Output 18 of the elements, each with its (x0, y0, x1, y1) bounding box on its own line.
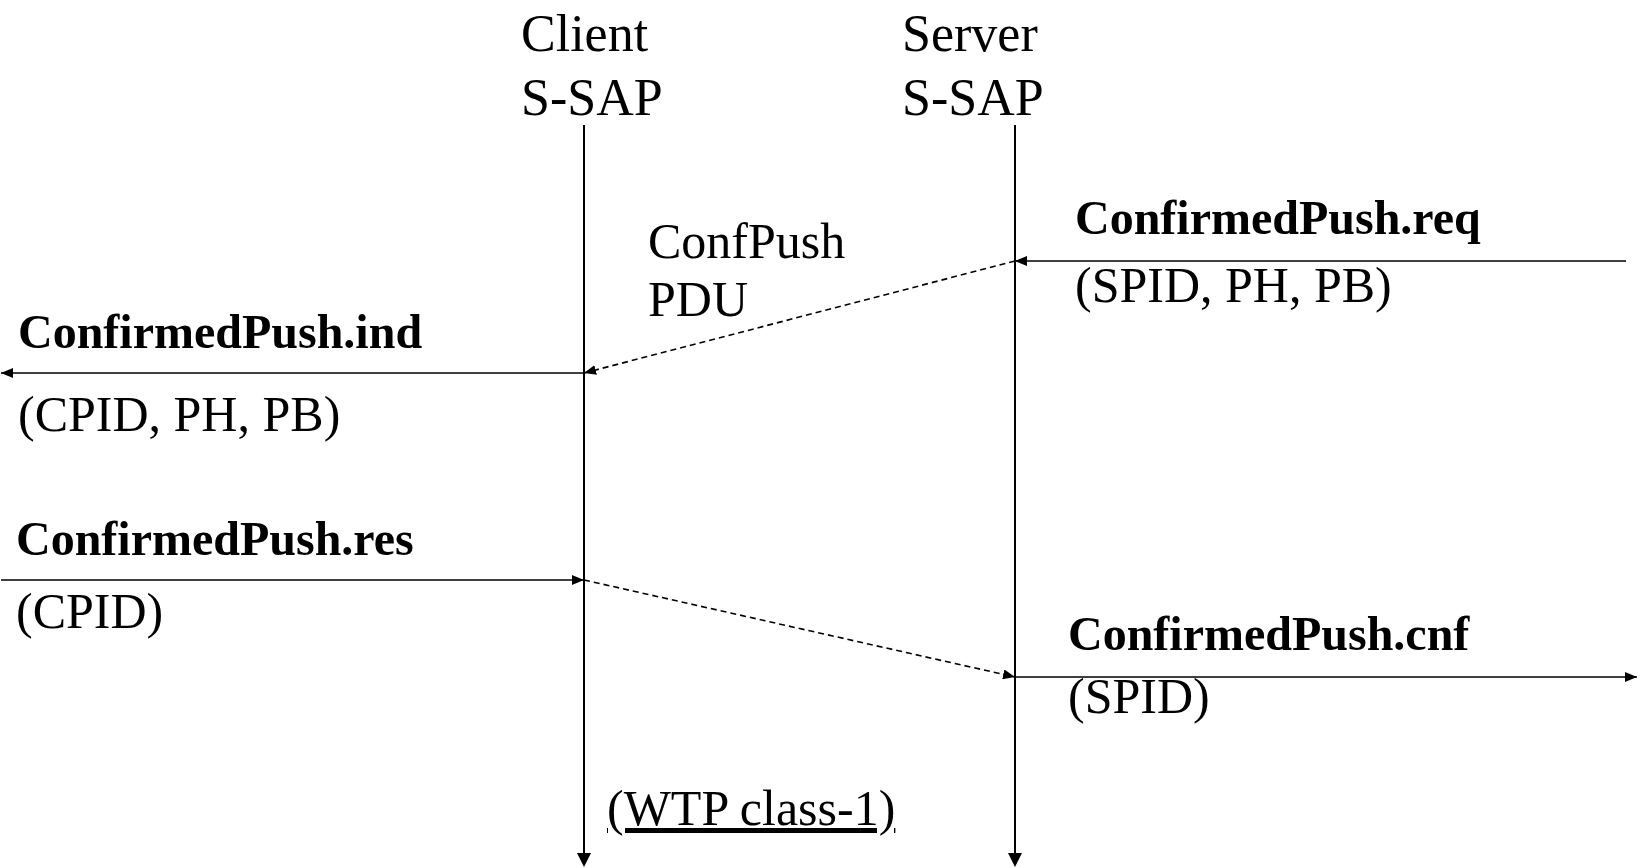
participant-label: Client S-SAP (521, 2, 696, 130)
arrow (0, 575, 585, 585)
parameter-list: (CPID, PH, PB) (18, 386, 341, 442)
arrow (0, 368, 585, 378)
message-name: ConfirmedPush.ind (18, 304, 423, 360)
parameter-list: (SPID, PH, PB) (1075, 257, 1392, 313)
message-name: ConfirmedPush.cnf (1068, 606, 1470, 662)
dashed-arrow (583, 260, 1016, 375)
note: (WTP class-1) (607, 780, 896, 836)
message-name: ConfirmedPush.res (16, 511, 414, 567)
participant-label: Server S-SAP (902, 2, 1077, 130)
edge-label: ConfPush PDU (648, 212, 847, 328)
dashed-arrow (583, 579, 1016, 680)
arrow (1014, 672, 1638, 682)
parameter-list: (SPID) (1068, 668, 1210, 724)
message-name: ConfirmedPush.req (1075, 190, 1481, 246)
arrow (1014, 256, 1627, 266)
parameter-list: (CPID) (16, 583, 164, 639)
